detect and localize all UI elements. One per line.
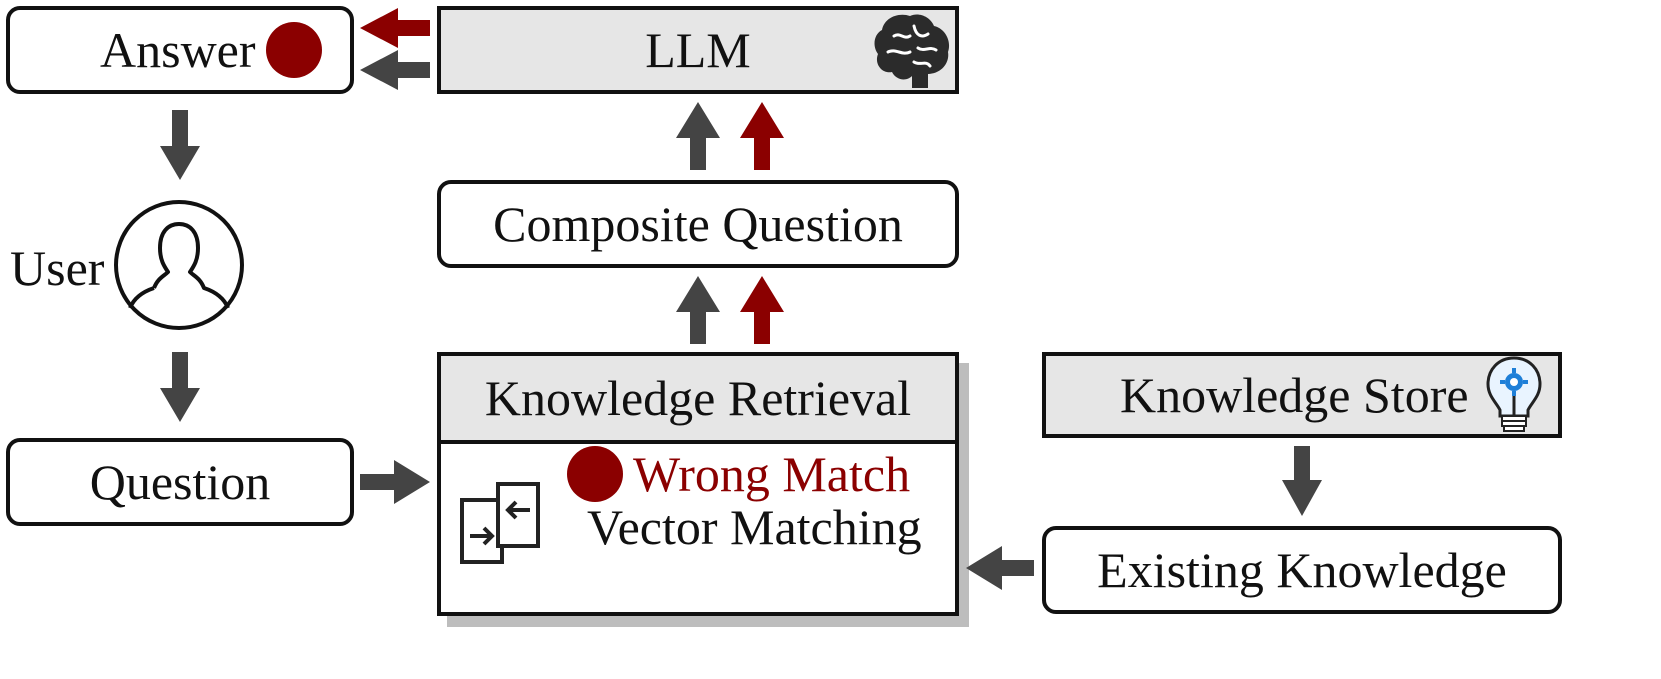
arrow-store-to-existing (1282, 446, 1322, 516)
brain-icon (874, 14, 950, 88)
arrow-llm-to-answer-gray (360, 50, 430, 90)
error-dot-icon (265, 22, 322, 78)
llm-box: LLM (437, 6, 959, 94)
wrong-match-label: Wrong Match (633, 446, 911, 502)
knowledge-retrieval-title: Knowledge Retrieval (484, 370, 912, 426)
user-icon (114, 200, 244, 330)
arrow-retrieval-to-composite-gray (676, 276, 720, 344)
answer-box: Answer (6, 6, 354, 94)
arrow-composite-to-llm-gray (676, 102, 720, 170)
existing-knowledge-label: Existing Knowledge (1097, 542, 1507, 598)
composite-question-label: Composite Question (493, 196, 903, 252)
wrong-match-row: Wrong Match (567, 446, 910, 502)
arrow-answer-to-user (160, 110, 200, 180)
vector-compare-icon (460, 482, 540, 564)
knowledge-store-box: Knowledge Store (1042, 352, 1562, 438)
arrow-user-to-question (160, 352, 200, 422)
knowledge-retrieval-header: Knowledge Retrieval (441, 356, 955, 444)
knowledge-retrieval-box: Knowledge Retrieval (437, 352, 959, 616)
error-dot-icon (567, 446, 623, 502)
knowledge-store-label: Knowledge Store (1120, 367, 1469, 423)
arrow-retrieval-to-composite-red (740, 276, 784, 344)
answer-label: Answer (100, 22, 256, 78)
composite-question-box: Composite Question (437, 180, 959, 268)
question-box: Question (6, 438, 354, 526)
arrow-composite-to-llm-red (740, 102, 784, 170)
vector-matching-label: Vector Matching (587, 499, 922, 555)
llm-label: LLM (645, 22, 751, 78)
lightbulb-gear-icon (1486, 356, 1542, 432)
arrow-existing-to-retrieval (966, 546, 1034, 590)
arrow-question-to-retrieval (360, 460, 430, 504)
existing-knowledge-box: Existing Knowledge (1042, 526, 1562, 614)
user-label: User (10, 240, 105, 296)
question-label: Question (89, 454, 271, 510)
arrow-llm-to-answer-red (360, 8, 430, 48)
